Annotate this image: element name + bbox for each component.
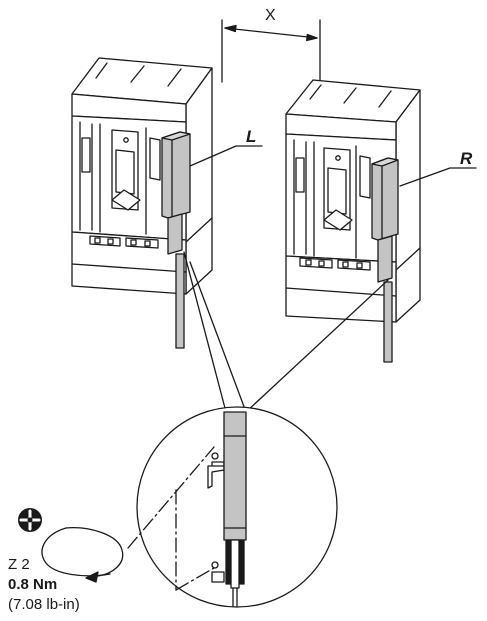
detail-view	[127, 406, 338, 608]
breaker-right	[285, 79, 421, 363]
label-right: R	[460, 149, 473, 168]
magnification-lines	[183, 251, 389, 413]
rotation-arrow-icon	[41, 527, 124, 583]
screwdriver-icon	[18, 508, 42, 532]
label-left: L	[246, 127, 256, 146]
dimension-x-label: X	[265, 7, 276, 24]
tool-size: Z 2	[8, 556, 30, 573]
breaker-left	[71, 57, 213, 349]
leader-r: R	[399, 149, 477, 187]
leader-l: L	[189, 127, 263, 167]
torque-imperial: (7.08 lb-in)	[8, 596, 80, 613]
torque-value: 0.8 Nm	[8, 576, 57, 593]
dimension-x: X	[221, 7, 321, 91]
